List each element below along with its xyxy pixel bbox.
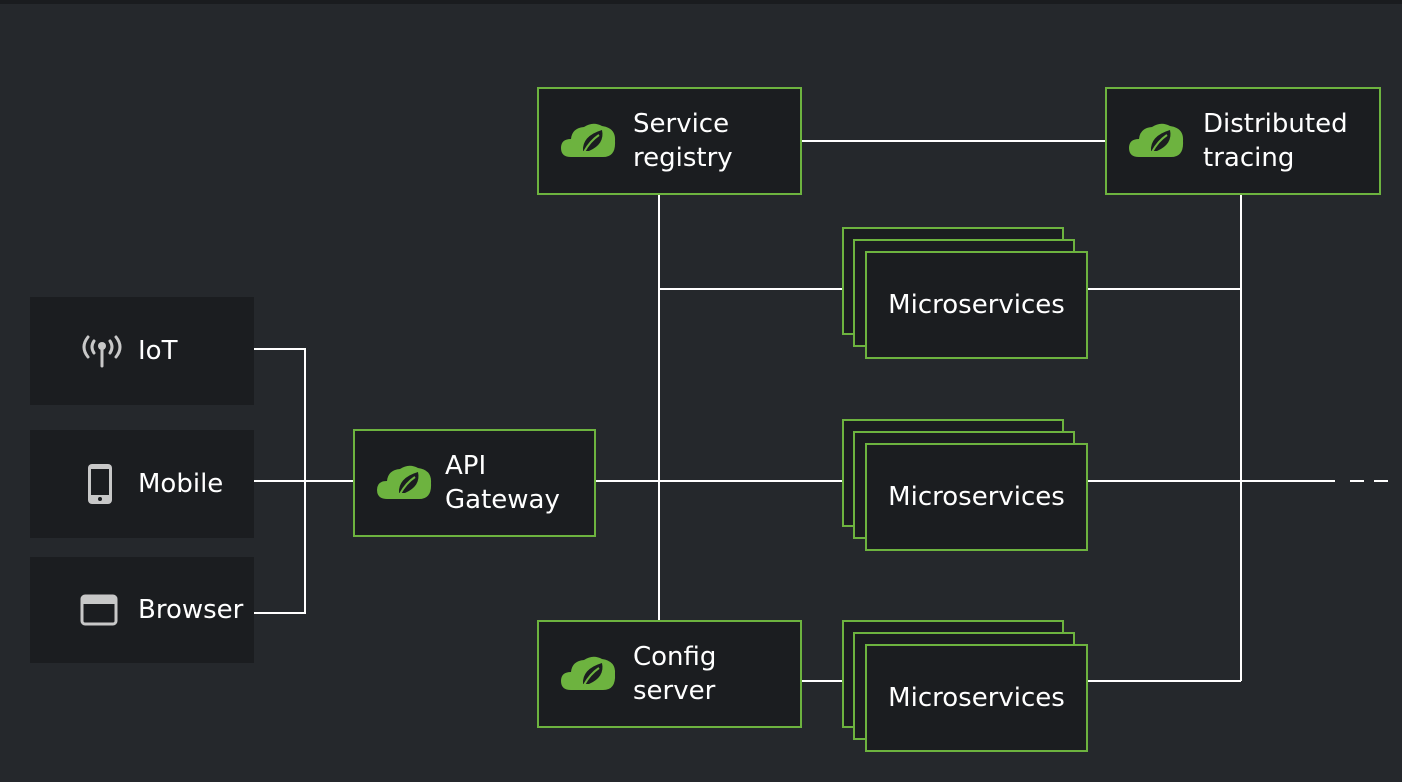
- spring-leaf-icon: [539, 652, 617, 696]
- phone-icon: [80, 463, 126, 505]
- microservices-label: Microservices: [888, 683, 1065, 713]
- service-registry-label: Service registry: [633, 109, 733, 173]
- client-label: IoT: [138, 336, 178, 366]
- browser-window-icon: [80, 594, 126, 626]
- config-server-box: Config server: [537, 620, 802, 728]
- spring-leaf-icon: [355, 461, 433, 505]
- service-registry-box: Service registry: [537, 87, 802, 195]
- spring-leaf-icon: [539, 119, 617, 163]
- top-edge-bar: [0, 0, 1402, 4]
- api-gateway-box: API Gateway: [353, 429, 596, 537]
- client-label: Mobile: [138, 469, 224, 499]
- microservices-label: Microservices: [888, 482, 1065, 512]
- microservices-stack-3: Microservices: [865, 644, 1088, 752]
- microservices-stack-2: Microservices: [865, 443, 1088, 551]
- config-server-label: Config server: [633, 642, 717, 706]
- distributed-tracing-label: Distributed tracing: [1203, 109, 1348, 173]
- microservices-stack-1: Microservices: [865, 251, 1088, 359]
- distributed-tracing-box: Distributed tracing: [1105, 87, 1381, 195]
- client-mobile: Mobile: [30, 430, 254, 538]
- api-gateway-label: API Gateway: [445, 451, 560, 515]
- client-label: Browser: [138, 595, 244, 625]
- spring-leaf-icon: [1107, 119, 1185, 163]
- microservices-label: Microservices: [888, 290, 1065, 320]
- client-iot: IoT: [30, 297, 254, 405]
- antenna-icon: [80, 333, 126, 369]
- client-browser: Browser: [30, 557, 254, 663]
